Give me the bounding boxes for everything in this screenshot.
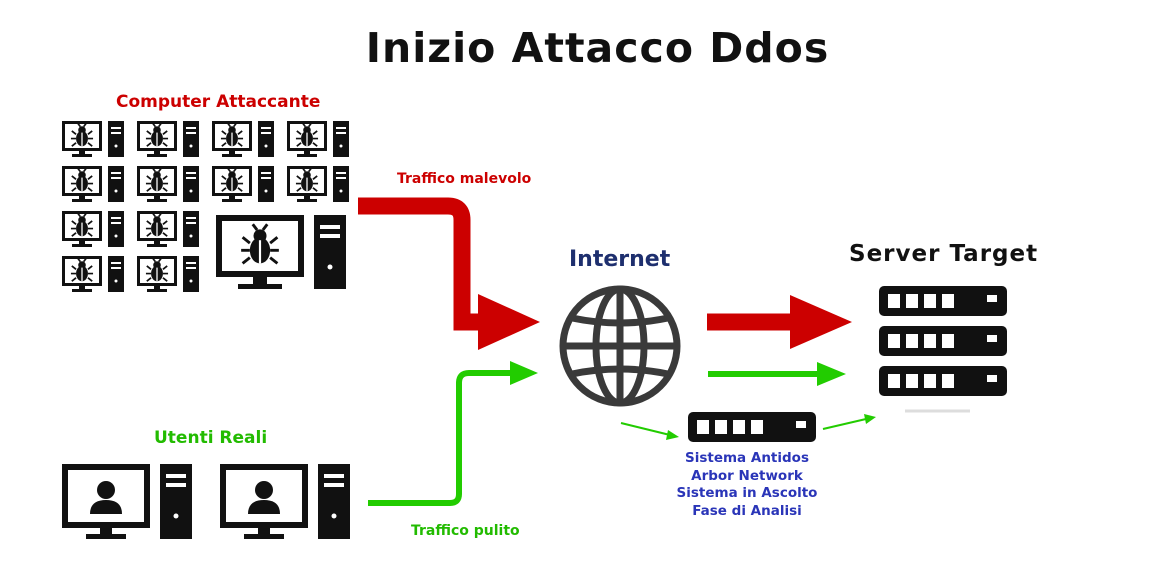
- antiddos-appliance-icon: [688, 412, 816, 442]
- clean-arrowhead: [817, 362, 846, 386]
- server-rack-icon: [879, 366, 1007, 396]
- malicious-traffic-label: Traffico malevolo: [397, 171, 532, 187]
- clean-traffic-path: [368, 370, 515, 506]
- infected-computer-icon: [212, 166, 274, 202]
- antiddos-line: Sistema in Ascolto: [676, 485, 818, 501]
- infected-computer-icon: [216, 215, 346, 289]
- malicious-traffic-path: [358, 197, 485, 331]
- antiddos-line: Sistema Antidos: [685, 450, 809, 466]
- server-target-label: Server Target: [849, 241, 1039, 267]
- attacker-computers-label: Computer Attaccante: [116, 92, 321, 112]
- malicious-arrowhead: [790, 295, 852, 349]
- user-computer-icon: [220, 464, 350, 539]
- mirror-traffic-path: [822, 418, 867, 430]
- globe-icon: [559, 285, 681, 407]
- internet-label: Internet: [569, 247, 671, 272]
- antiddos-line: Fase di Analisi: [692, 502, 802, 519]
- mirror-arrowhead: [864, 414, 876, 424]
- infected-computer-icon: [137, 121, 199, 157]
- clean-arrowhead: [510, 361, 538, 385]
- infected-computer-icon: [62, 256, 124, 292]
- antiddos-line: Arbor Network: [691, 467, 803, 484]
- clean-traffic-label: Traffico pulito: [411, 523, 520, 539]
- infected-computer-icon: [137, 256, 199, 292]
- malicious-arrowhead: [478, 294, 540, 350]
- page-title: Inizio Attacco Ddos: [365, 24, 830, 72]
- infected-computer-icon: [287, 166, 349, 202]
- mirror-traffic-path: [620, 422, 671, 436]
- infected-computer-icon: [287, 121, 349, 157]
- infected-computer-icon: [212, 121, 274, 157]
- server-rack-icon: [879, 326, 1007, 356]
- infected-computer-icon: [62, 121, 124, 157]
- antiddos-description: Sistema Antidos Arbor Network Sistema in…: [650, 450, 844, 520]
- infected-computer-icon: [62, 211, 124, 247]
- infected-computer-icon: [137, 166, 199, 202]
- mirror-arrowhead: [666, 430, 679, 440]
- real-users-label: Utenti Reali: [154, 428, 268, 448]
- infected-computer-icon: [62, 166, 124, 202]
- server-rack-icon: [879, 286, 1007, 316]
- user-computer-icon: [62, 464, 192, 539]
- infected-computer-icon: [137, 211, 199, 247]
